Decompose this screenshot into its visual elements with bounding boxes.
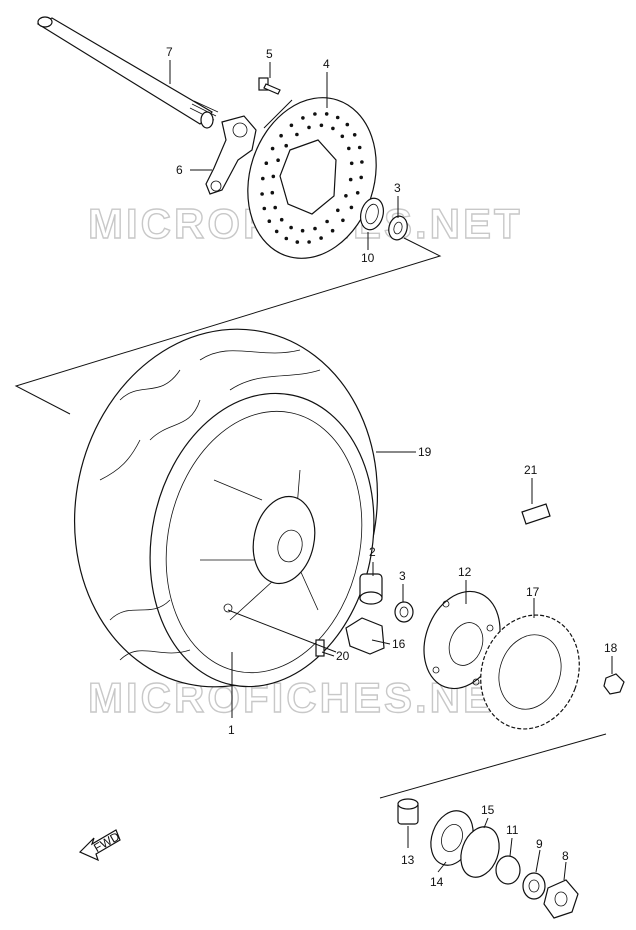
disc-vent-hole (324, 112, 329, 116)
disc-vent-hole (348, 177, 353, 182)
disc-vent-hole (349, 205, 354, 210)
rear-wheel-assembly (73, 328, 379, 688)
callout-12: 12 (458, 565, 472, 579)
disc-vent-hole (271, 174, 276, 179)
callout-1: 1 (228, 723, 235, 737)
disc-vent-hole (284, 236, 289, 241)
disc-vent-hole (313, 112, 317, 116)
sprocket-part (480, 614, 580, 730)
callout-14: 14 (430, 875, 444, 889)
disc-vent-hole (331, 126, 335, 131)
nut-part-8 (543, 879, 579, 919)
disc-vent-hole (319, 236, 323, 240)
axle-part (36, 16, 219, 129)
disc-vent-hole (335, 115, 340, 120)
caliper-bracket-part (205, 115, 257, 195)
disc-vent-hole (270, 146, 275, 151)
disc-vent-hole (301, 116, 305, 120)
leader-lines (169, 60, 613, 881)
callout-15: 15 (481, 803, 495, 817)
disc-vent-hole (325, 219, 329, 224)
disc-vent-hole (260, 192, 264, 196)
callout-5: 5 (266, 47, 273, 61)
disc-vent-hole (262, 206, 267, 211)
disc-vent-hole (347, 146, 351, 151)
disc-vent-hole (345, 122, 350, 127)
explode-line-top (14, 99, 442, 415)
disc-vent-hole (352, 133, 357, 137)
callout-21: 21 (524, 463, 538, 477)
callout-3-top: 3 (394, 181, 401, 195)
disc-vent-hole (307, 240, 311, 244)
spacer-part-10 (359, 197, 385, 231)
disc-vent-hole (289, 123, 294, 128)
disc-vent-hole (360, 160, 364, 164)
disc-vent-hole (357, 145, 362, 150)
callout-8: 8 (562, 849, 569, 863)
fwd-arrow-icon: FWD (78, 829, 122, 862)
disc-vent-hole (273, 205, 278, 210)
callout-4: 4 (323, 57, 330, 71)
disc-vent-hole (295, 132, 299, 137)
callout-19: 19 (418, 445, 432, 459)
disc-vent-hole (300, 228, 305, 233)
callout-2: 2 (369, 545, 376, 559)
callout-10: 10 (361, 251, 375, 265)
cush-rubber-part (345, 617, 385, 655)
collar-part-13 (397, 798, 419, 825)
callout-18: 18 (604, 641, 618, 655)
disc-vent-hole (341, 218, 345, 223)
disc-vent-hole (289, 225, 293, 230)
callout-7: 7 (166, 45, 173, 59)
spacer-part-11 (495, 855, 521, 885)
disc-vent-hole (359, 175, 364, 180)
disc-vent-hole (295, 240, 300, 244)
callout-16: 16 (392, 637, 406, 651)
washer-part-9 (522, 872, 546, 900)
disc-vent-hole (313, 226, 317, 231)
disc-vent-hole (270, 190, 275, 195)
disc-vent-hole (340, 134, 345, 139)
seal-part-15 (460, 826, 500, 878)
disc-vent-hole (279, 133, 283, 138)
callout-labels: 7 5 4 6 3 10 19 21 2 3 12 17 16 18 20 1 … (166, 45, 618, 889)
callout-3-bottom: 3 (399, 569, 406, 583)
callout-6: 6 (176, 163, 183, 177)
disc-vent-hole (336, 208, 340, 213)
bearing-part-3-bottom (394, 601, 414, 623)
disc-vent-hole (319, 123, 324, 128)
bearing-part-3-top (388, 215, 408, 241)
disc-vent-hole (261, 176, 265, 181)
bolt-part (258, 77, 281, 95)
explode-line-bottom (379, 733, 607, 799)
callout-11: 11 (506, 823, 519, 837)
disc-vent-hole (264, 161, 269, 165)
callout-20: 20 (336, 649, 350, 663)
callout-9: 9 (536, 837, 543, 851)
callout-13: 13 (401, 853, 415, 867)
disc-vent-hole (307, 125, 311, 130)
disc-vent-hole (330, 228, 335, 233)
disc-vent-hole (279, 217, 284, 222)
disc-vent-hole (349, 161, 354, 166)
brake-disc-part (247, 97, 377, 259)
nut-part-18 (603, 673, 625, 695)
disc-vent-hole (355, 191, 360, 195)
key-part (521, 503, 551, 525)
disc-vent-hole (276, 158, 280, 162)
disc-vent-hole (274, 229, 279, 234)
spacer-part-2 (359, 573, 383, 605)
disc-vent-hole (344, 194, 348, 198)
valve-part (315, 639, 325, 657)
disc-vent-hole (267, 219, 272, 223)
disc-vent-hole (284, 143, 289, 148)
callout-17: 17 (526, 585, 540, 599)
